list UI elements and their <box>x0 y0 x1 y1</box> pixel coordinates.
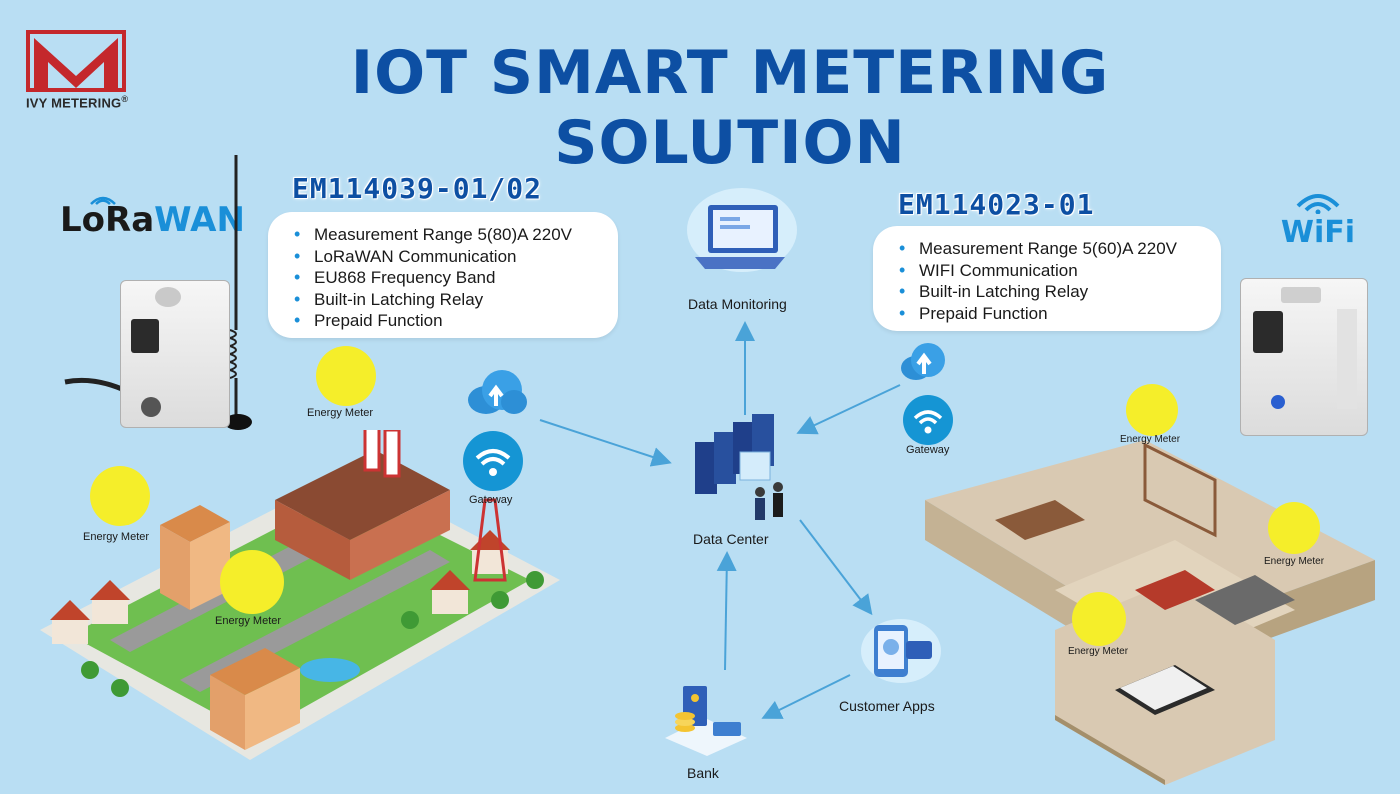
data-monitoring-label: Data Monitoring <box>688 296 787 312</box>
feature-item: EU868 Frequency Band <box>294 267 598 289</box>
signal-waves-icon <box>90 196 116 205</box>
energy-meter-label: Energy Meter <box>1120 434 1181 445</box>
feature-item: Built-in Latching Relay <box>899 281 1201 303</box>
lorawan-logo: LoRaWAN <box>60 196 245 250</box>
arrow-bank-to-center <box>716 551 737 671</box>
right-product-model: EM114023-01 <box>898 188 1095 221</box>
wifi-meter-device <box>1240 278 1368 436</box>
customer-apps-icon <box>861 619 941 683</box>
energy-meter-label: Energy Meter <box>215 615 282 627</box>
feature-item: LoRaWAN Communication <box>294 246 598 268</box>
feature-item: Measurement Range 5(80)A 220V <box>294 224 598 246</box>
meter-body <box>120 280 230 428</box>
arrow-center-to-apps <box>799 519 873 616</box>
energy-meter-label: Energy Meter <box>83 531 150 543</box>
meter-button <box>1271 395 1285 409</box>
feature-item: Prepaid Function <box>899 303 1201 325</box>
meter-terminal <box>155 287 181 307</box>
arrow-right-gateway-to-center <box>796 384 901 435</box>
wifi-logo: WiFi <box>1278 188 1358 250</box>
energy-meter-label: Energy Meter <box>1068 646 1129 657</box>
customer-apps-label: Customer Apps <box>839 698 935 714</box>
meter-lcd-display <box>1253 311 1283 353</box>
feature-item: WIFI Communication <box>899 260 1201 282</box>
feature-item: Measurement Range 5(60)A 220V <box>899 238 1201 260</box>
arrow-apps-to-bank <box>761 674 851 719</box>
gateway-label-left: Gateway <box>469 494 513 506</box>
cloud-upload-icon <box>901 343 945 380</box>
meter-terminal <box>1281 287 1321 303</box>
gateway-label-right: Gateway <box>906 444 950 456</box>
left-feature-card: Measurement Range 5(80)A 220V LoRaWAN Co… <box>268 212 618 338</box>
city-scene-illustration <box>40 430 560 760</box>
meter-connector <box>141 397 161 417</box>
page-title: IOT SMART METERING SOLUTION <box>350 38 1110 178</box>
energy-meter-icon <box>90 466 150 526</box>
data-center-icon <box>695 414 783 520</box>
house-floorplan-illustration <box>925 440 1375 785</box>
feature-item: Prepaid Function <box>294 310 598 332</box>
left-product-model: EM114039-01/02 <box>292 172 543 205</box>
wifi-gateway-icon <box>463 431 523 491</box>
arrow-left-gateway-to-center <box>539 419 672 467</box>
energy-meter-icon <box>1126 384 1178 436</box>
right-feature-card: Measurement Range 5(60)A 220V WIFI Commu… <box>873 226 1221 331</box>
bank-label: Bank <box>687 765 719 781</box>
laptop-monitoring-icon <box>687 188 797 272</box>
wifi-gateway-icon <box>903 395 953 445</box>
brand-name: IVY METERING® <box>26 94 129 111</box>
lorawan-meter-device <box>60 150 270 440</box>
meter-side-panel <box>1337 309 1357 409</box>
meter-lcd-display <box>131 319 159 353</box>
energy-meter-icon <box>220 550 284 614</box>
data-center-label: Data Center <box>693 531 769 547</box>
energy-meter-icon <box>1268 502 1320 554</box>
energy-meter-label: Energy Meter <box>1264 556 1325 567</box>
ivy-logo-icon <box>26 30 126 92</box>
feature-item: Built-in Latching Relay <box>294 289 598 311</box>
cloud-upload-icon <box>468 370 527 414</box>
wifi-signal-icon <box>1296 194 1340 215</box>
brand-logo: IVY METERING® <box>22 28 137 113</box>
energy-meter-label: Energy Meter <box>307 407 374 419</box>
energy-meter-icon <box>316 346 376 406</box>
bank-icon <box>665 686 747 756</box>
energy-meter-icon <box>1072 592 1126 646</box>
